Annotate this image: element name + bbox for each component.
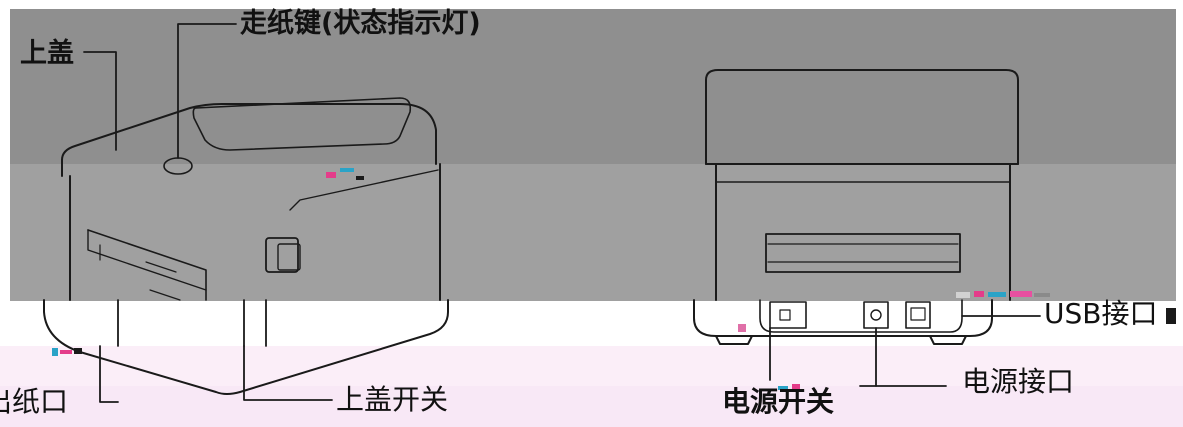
glitch-artifact xyxy=(326,172,336,178)
glitch-artifact xyxy=(1166,308,1176,324)
glitch-artifact xyxy=(340,168,354,172)
middle-gray-band xyxy=(10,164,1176,301)
label-power-switch: 电源开关 xyxy=(722,385,835,418)
label-power-port: 电源接口 xyxy=(962,365,1075,398)
glitch-artifact xyxy=(74,348,82,354)
label-feed-key: 走纸键(状态指示灯) xyxy=(240,8,481,39)
label-paper-outlet: 出纸口 xyxy=(0,385,69,418)
glitch-artifact xyxy=(738,324,746,332)
glitch-artifact xyxy=(356,176,364,180)
glitch-artifact xyxy=(956,292,970,298)
glitch-artifact xyxy=(1034,293,1050,297)
rear-printer-body xyxy=(693,69,1019,345)
label-cover-switch: 上盖开关 xyxy=(336,383,449,416)
glitch-artifact xyxy=(60,350,72,354)
glitch-artifact xyxy=(52,348,58,356)
glitch-artifact xyxy=(974,291,984,297)
label-usb-port: USB接口 xyxy=(1044,297,1158,330)
glitch-artifact xyxy=(778,386,788,390)
label-top-cover: 上盖 xyxy=(20,38,74,69)
right-leader-lines xyxy=(769,315,1041,387)
front-printer-body xyxy=(43,97,449,395)
left-leader-lines xyxy=(83,23,333,403)
glitch-artifact xyxy=(988,292,1006,297)
lower-pink-band xyxy=(0,346,1183,386)
glitch-artifact xyxy=(792,384,800,390)
glitch-artifact xyxy=(1010,291,1032,297)
bottom-pink-band xyxy=(0,386,1183,427)
